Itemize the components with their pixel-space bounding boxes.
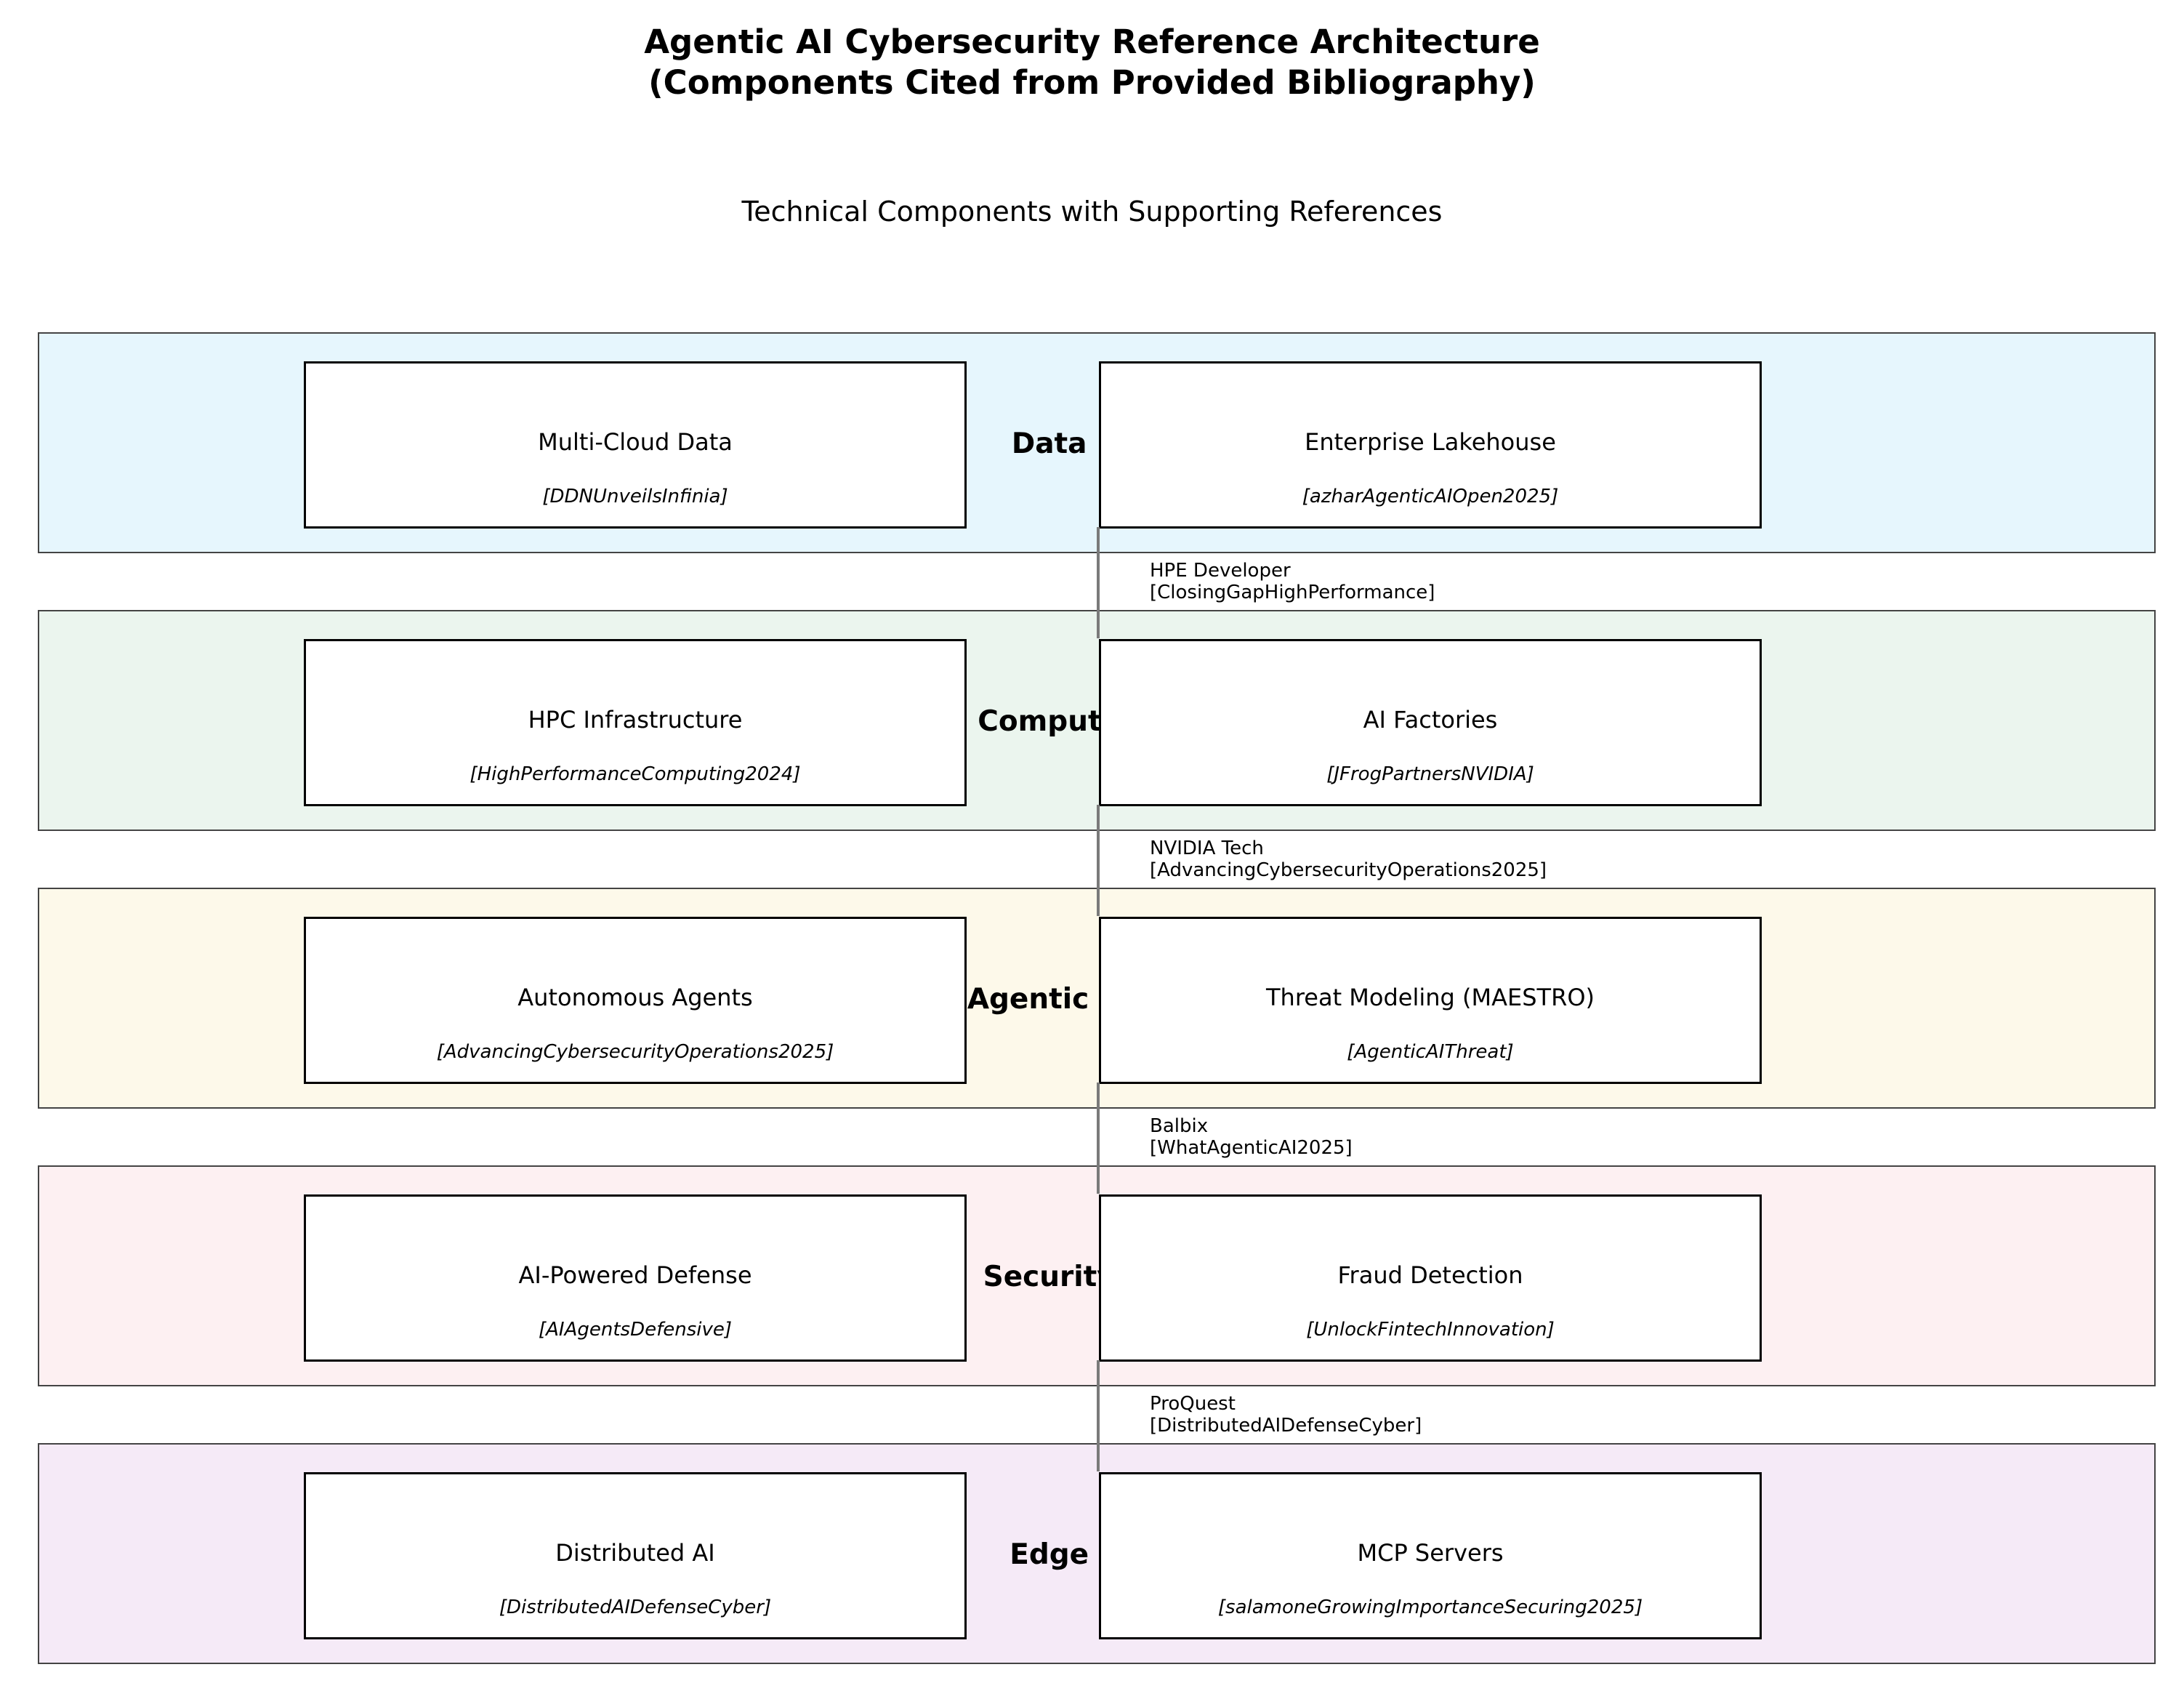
connector-reference: [DistributedAIDefenseCyber] [1150,1415,1422,1437]
component-reference: [AdvancingCybersecurityOperations2025] [436,1041,834,1063]
connector-source: ProQuest [1150,1393,1236,1415]
component-name: Multi-Cloud Data [538,428,733,456]
layer-security: AI-Powered Defense [AIAgentsDefensive] S… [38,1165,2156,1386]
connector-line-security-edge [1097,1360,1100,1471]
connector-source: HPE Developer [1150,560,1291,582]
component-name: Distributed AI [555,1539,715,1567]
connector-line-data-compute [1097,527,1100,638]
layer-label: Edge Layer [1010,1538,1187,1571]
connector-line-agentic-security [1097,1083,1100,1194]
component-reference: [AIAgentsDefensive] [538,1319,733,1341]
component-reference: [DDNUnveilsInfinia] [542,486,728,507]
layer-edge: Distributed AI [DistributedAIDefenseCybe… [38,1443,2156,1664]
component-reference: [UnlockFintechInnovation] [1306,1319,1555,1341]
component-name: HPC Infrastructure [528,706,743,734]
diagram-subtitle: Technical Components with Supporting Ref… [741,196,1443,228]
layer-agentic-ai: Autonomous Agents [AdvancingCybersecurit… [38,888,2156,1109]
layer-label: Data Layer [1011,427,1185,460]
component-autonomous-agents: Autonomous Agents [AdvancingCybersecurit… [304,917,967,1084]
title-line-1: Agentic AI Cybersecurity Reference Archi… [644,23,1540,61]
component-reference: [JFrogPartnersNVIDIA] [1326,763,1534,785]
component-reference: [AgenticAIThreat] [1347,1041,1514,1063]
component-name: Enterprise Lakehouse [1305,428,1556,456]
connector-label: ProQuest [DistributedAIDefenseCyber] [1150,1393,1422,1437]
connector-source: Balbix [1150,1115,1209,1137]
component-name: Autonomous Agents [517,984,753,1011]
component-name: MCP Servers [1357,1539,1504,1567]
layer-data: Multi-Cloud Data [DDNUnveilsInfinia] Dat… [38,332,2156,553]
component-mcp-servers: MCP Servers [salamoneGrowingImportanceSe… [1099,1472,1762,1639]
component-threat-modeling: Threat Modeling (MAESTRO) [AgenticAIThre… [1099,917,1762,1084]
connector-reference: [AdvancingCybersecurityOperations2025] [1150,859,1547,881]
connector-label: NVIDIA Tech [AdvancingCybersecurityOpera… [1150,838,1547,881]
component-reference: [salamoneGrowingImportanceSecuring2025] [1217,1596,1643,1618]
component-name: AI Factories [1363,706,1498,734]
title-line-2: (Components Cited from Provided Bibliogr… [648,63,1536,102]
connector-reference: [ClosingGapHighPerformance] [1150,582,1435,603]
component-enterprise-lakehouse: Enterprise Lakehouse [azharAgenticAIOpen… [1099,361,1762,529]
component-name: AI-Powered Defense [518,1261,752,1289]
component-ai-powered-defense: AI-Powered Defense [AIAgentsDefensive] [304,1194,967,1362]
component-hpc-infrastructure: HPC Infrastructure [HighPerformanceCompu… [304,639,967,806]
connector-source: NVIDIA Tech [1150,838,1264,859]
component-name: Threat Modeling (MAESTRO) [1266,984,1595,1011]
component-name: Fraud Detection [1337,1261,1523,1289]
diagram-title: Agentic AI Cybersecurity Reference Archi… [0,22,2184,103]
component-ai-factories: AI Factories [JFrogPartnersNVIDIA] [1099,639,1762,806]
component-multi-cloud-data: Multi-Cloud Data [DDNUnveilsInfinia] [304,361,967,529]
layer-label: Agentic AI Layer [967,983,1230,1016]
component-distributed-ai: Distributed AI [DistributedAIDefenseCybe… [304,1472,967,1639]
component-reference: [DistributedAIDefenseCyber] [499,1596,772,1618]
connector-label: Balbix [WhatAgenticAI2025] [1150,1115,1353,1159]
connector-line-compute-agentic [1097,805,1100,916]
connector-reference: [WhatAgenticAI2025] [1150,1137,1353,1159]
component-fraud-detection: Fraud Detection [UnlockFintechInnovation… [1099,1194,1762,1362]
connector-label: HPE Developer [ClosingGapHighPerformance… [1150,560,1435,603]
layer-compute: HPC Infrastructure [HighPerformanceCompu… [38,610,2156,831]
layer-label: Security Layer [983,1261,1214,1293]
component-reference: [azharAgenticAIOpen2025] [1302,486,1559,507]
layer-label: Compute Layer [978,705,1219,738]
component-reference: [HighPerformanceComputing2024] [470,763,801,785]
